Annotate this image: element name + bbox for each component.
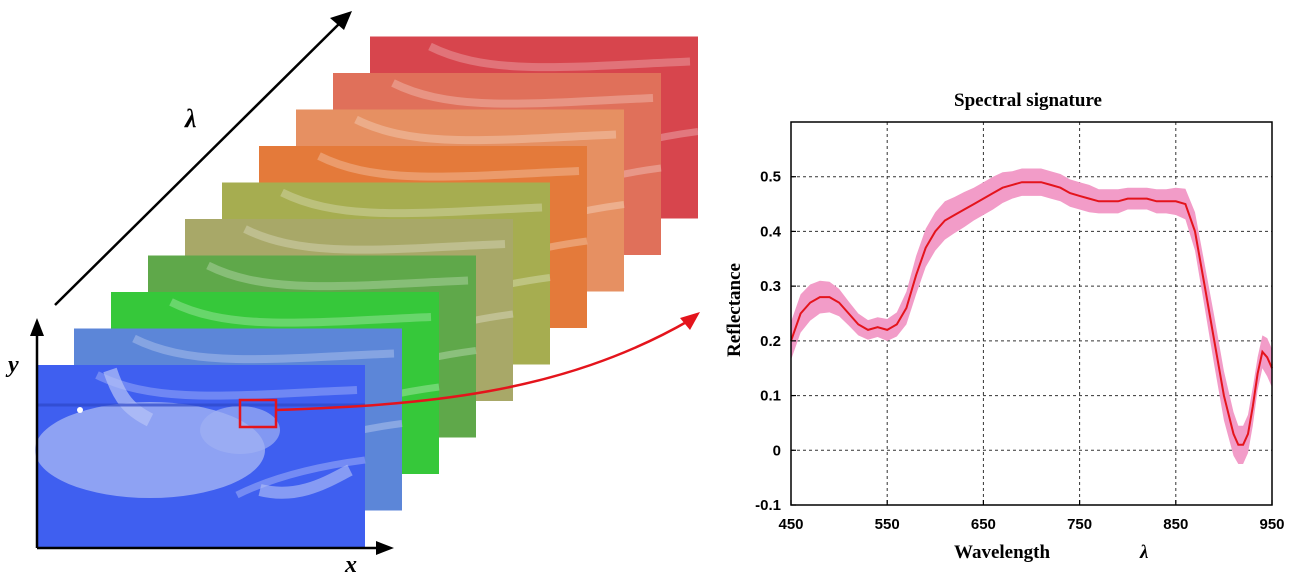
chart-title: Spectral signature [954,90,1102,111]
band-vessel-0 [235,456,366,499]
x-tick-label: 450 [778,516,803,533]
y-axis-arrowhead [30,318,44,336]
band-texture-5 [280,188,543,218]
lambda-axis-label: λ [184,104,197,133]
band-texture-3 [206,261,469,291]
highlight-dot [77,407,83,413]
x-axis-label: x [344,552,357,572]
plot-border [790,121,1273,506]
x-axis-arrowhead [376,541,394,555]
lambda-axis-arrowhead [330,11,352,30]
lambda-axis-line [54,17,346,306]
plot-frame [790,121,1273,506]
mouse-leg [103,367,154,427]
x-tick-label: 750 [1067,516,1092,533]
hyperspectral-cube: λ y x [5,11,699,572]
band-texture-6 [317,152,580,181]
y-tick-labels: -0.1 0 0.1 0.2 0.3 0.4 0.5 [755,169,782,514]
y-tick-label: -0.1 [755,497,781,514]
spectral-chart: Spectral signature -0.100.10.20.30.40.5 … [724,90,1285,563]
y-tick-label: 0 [773,442,781,459]
x-axis-title: Wavelength [954,542,1050,563]
y-tick-label: 0.5 [760,169,781,186]
y-tick-label: 0.2 [760,333,781,350]
y-axis-title: Reflectance [724,263,745,357]
band-texture-9 [428,42,691,72]
mouse-tail [258,464,353,499]
x-tick-label: 650 [971,516,996,533]
mouse-head [200,406,280,454]
band-area-group [791,168,1272,464]
front-frame-content [35,367,365,499]
series-line [790,181,1273,446]
band-texture-8 [391,79,654,108]
series-band [791,168,1272,464]
y-axis-label: y [5,352,19,378]
band-texture-4 [243,225,506,254]
band-texture-7 [354,115,617,145]
y-tick-label: 0.4 [760,223,782,240]
y-tick-label: 0.1 [760,388,781,405]
x-tick-label: 850 [1163,516,1188,533]
selected-pixel-box [238,398,278,429]
series-line-group [790,181,1273,446]
y-tick-label: 0.3 [760,278,781,295]
x-tick-label: 950 [1259,516,1284,533]
x-axis-symbol: λ [1139,542,1148,563]
x-tick-labels: 450 550 650 750 850 950 [778,516,1284,533]
x-tick-label: 550 [875,516,900,533]
